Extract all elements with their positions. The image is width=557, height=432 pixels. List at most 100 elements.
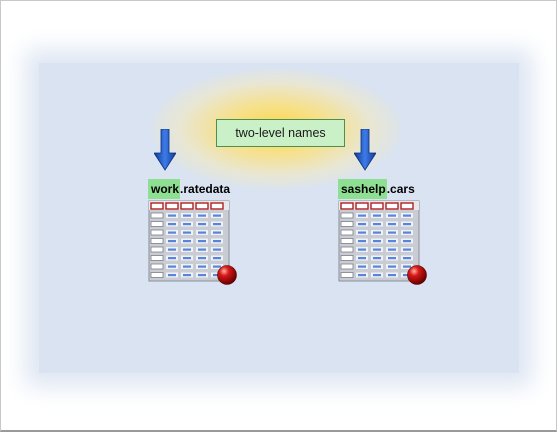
table-row-header xyxy=(150,221,164,227)
table-cell-value xyxy=(358,257,366,260)
table-cell-value xyxy=(358,231,366,234)
table-header-cell xyxy=(370,202,384,210)
table-cell-value xyxy=(198,248,206,251)
data-table-icon xyxy=(338,200,427,285)
table-cell-value xyxy=(213,240,221,243)
table-cell-value xyxy=(183,231,191,234)
table-cell-value xyxy=(388,257,396,260)
table-cell-value xyxy=(183,265,191,268)
banner-text: two-level names xyxy=(235,126,326,140)
member-name: cars xyxy=(390,182,415,196)
red-ball-icon xyxy=(217,265,237,285)
table-cell-value xyxy=(198,274,206,277)
table-row-header xyxy=(150,272,164,278)
table-cell-value xyxy=(168,274,176,277)
table-header-cell xyxy=(180,202,194,210)
table-row-header xyxy=(150,246,164,253)
name-separator: . xyxy=(386,182,391,196)
table-cell-value xyxy=(373,265,381,268)
table-row-header xyxy=(150,212,164,219)
table-cell-value xyxy=(168,257,176,260)
table-cell-value xyxy=(388,274,396,277)
table-cell-value xyxy=(213,274,221,277)
table-row-header xyxy=(150,255,164,261)
table-cell-value xyxy=(183,240,191,243)
table-cell-value xyxy=(183,274,191,277)
table-row-header xyxy=(340,221,354,227)
table-header-cell xyxy=(400,202,414,210)
table-row-header xyxy=(150,229,164,236)
table-cell-value xyxy=(198,257,206,260)
table-cell-value xyxy=(358,265,366,268)
table-cell-value xyxy=(168,231,176,234)
table-cell-value xyxy=(388,214,396,217)
table-cell-value xyxy=(198,223,206,226)
table-cell-value xyxy=(168,214,176,217)
member-name: ratedata xyxy=(183,182,231,196)
table-cell-value xyxy=(183,214,191,217)
library-name: work xyxy=(148,179,181,199)
table-cell-value xyxy=(358,214,366,217)
table-cell-value xyxy=(373,214,381,217)
table-cell-value xyxy=(403,214,411,217)
table-cell-value xyxy=(183,248,191,251)
table-cell-value xyxy=(213,265,221,268)
table-cell-value xyxy=(358,248,366,251)
table-row-header xyxy=(150,263,164,270)
name-separator: . xyxy=(180,182,184,196)
red-ball-icon xyxy=(407,265,427,285)
table-cell-value xyxy=(403,223,411,226)
two-level-names-banner: two-level names xyxy=(216,119,345,147)
table-cell-value xyxy=(403,248,411,251)
table-row-header xyxy=(340,272,354,278)
library-name: sashelp xyxy=(338,179,387,199)
table-header-cell xyxy=(165,202,179,210)
table-cell-value xyxy=(213,257,221,260)
table-cell-value xyxy=(183,257,191,260)
table-cell-value xyxy=(373,240,381,243)
table-cell-value xyxy=(373,223,381,226)
table-cell-value xyxy=(403,257,411,260)
table-cell-value xyxy=(388,240,396,243)
table-cell-value xyxy=(168,265,176,268)
table-row-header xyxy=(340,263,354,270)
down-arrow-icon xyxy=(354,129,376,171)
table-cell-value xyxy=(358,240,366,243)
table-cell-value xyxy=(388,265,396,268)
table-cell-value xyxy=(198,265,206,268)
table-cell-value xyxy=(358,223,366,226)
table-cell-value xyxy=(403,231,411,234)
table-cell-value xyxy=(388,223,396,226)
table-header-cell xyxy=(355,202,369,210)
table-cell-value xyxy=(213,231,221,234)
table-cell-value xyxy=(213,248,221,251)
table-cell-value xyxy=(198,214,206,217)
table-cell-value xyxy=(388,231,396,234)
table-cell-value xyxy=(358,274,366,277)
table-cell-value xyxy=(373,231,381,234)
table-cell-value xyxy=(168,223,176,226)
dataset-name-work-ratedata: work.ratedata xyxy=(148,179,230,199)
table-cell-value xyxy=(213,214,221,217)
table-cell-value xyxy=(373,257,381,260)
table-cell-value xyxy=(168,248,176,251)
table-cell-value xyxy=(198,231,206,234)
table-cell-value xyxy=(403,265,411,268)
down-arrow-icon xyxy=(154,129,176,171)
table-cell-value xyxy=(373,274,381,277)
table-row-header xyxy=(150,238,164,244)
table-header-cell xyxy=(340,202,354,210)
table-cell-value xyxy=(183,223,191,226)
table-cell-value xyxy=(168,240,176,243)
data-table-icon xyxy=(148,200,237,285)
table-cell-value xyxy=(403,240,411,243)
table-header-cell xyxy=(150,202,164,210)
table-row-header xyxy=(340,238,354,244)
table-row-header xyxy=(340,212,354,219)
table-cell-value xyxy=(213,223,221,226)
table-header-cell xyxy=(385,202,399,210)
table-header-cell xyxy=(195,202,209,210)
table-cell-value xyxy=(373,248,381,251)
dataset-name-sashelp-cars: sashelp.cars xyxy=(338,179,415,199)
